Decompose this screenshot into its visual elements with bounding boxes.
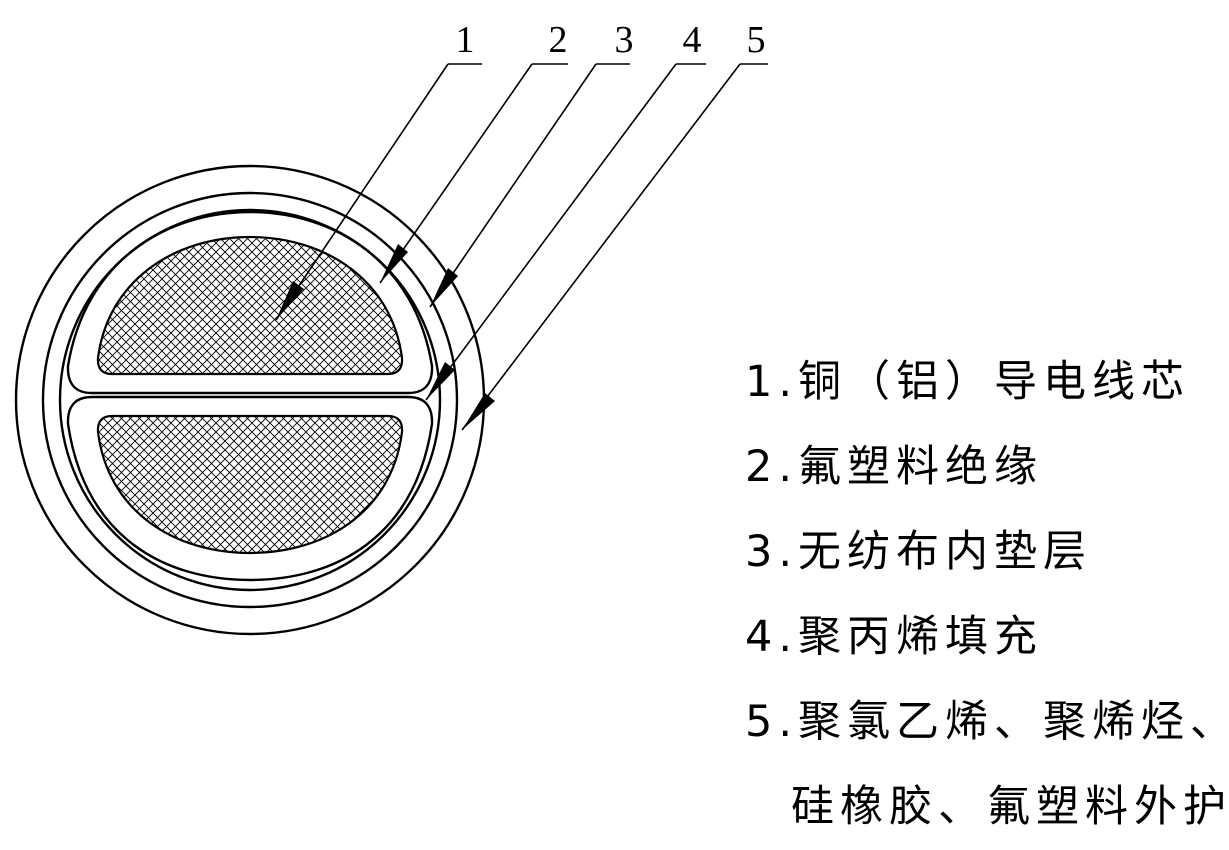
arrowhead-3 [430, 268, 458, 307]
outer-sheath-inner-edge [41, 191, 459, 609]
arrowhead-5 [462, 393, 495, 430]
legend-item-4: 4.聚丙烯填充 [745, 612, 1044, 662]
leader-3-diagonal [429, 63, 597, 308]
callout-number-1: 1 [456, 19, 475, 61]
lower-conductor [96, 414, 404, 555]
callout-number-4: 4 [683, 19, 702, 61]
callout-leaders [275, 63, 768, 431]
upper-conductor [96, 235, 404, 376]
arrowhead-1 [276, 281, 304, 320]
arrowhead-4 [426, 362, 455, 400]
arrowhead-2 [380, 244, 408, 283]
legend-item-3: 3.无纺布内垫层 [745, 527, 1093, 577]
leader-5-diagonal [461, 63, 741, 431]
legend-item-5-line-2: 硅橡胶、氟塑料外护套 [791, 782, 1229, 832]
callout-number-5: 5 [747, 19, 766, 61]
leader-1-diagonal [275, 63, 449, 321]
callout-arrowheads [276, 244, 495, 430]
legend-item-2: 2.氟塑料绝缘 [745, 442, 1044, 492]
inner-liner-ring [58, 208, 442, 592]
legend-item-5-line-1: 5.聚氯乙烯、聚烯烃、 [745, 697, 1229, 747]
leader-2-diagonal [379, 63, 533, 284]
component-legend: 1.铜（铝）导电线芯 2.氟塑料绝缘 3.无纺布内垫层 4.聚丙烯填充 5.聚氯… [745, 340, 1229, 850]
callout-number-2: 2 [549, 19, 568, 61]
legend-item-1: 1.铜（铝）导电线芯 [745, 357, 1191, 407]
callout-number-3: 3 [615, 19, 634, 61]
leader-4-diagonal [425, 63, 677, 401]
